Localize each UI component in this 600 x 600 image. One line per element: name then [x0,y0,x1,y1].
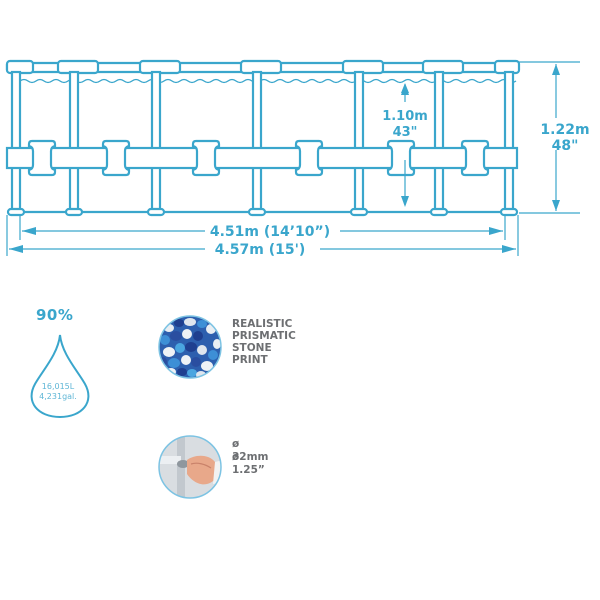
outer-height-metric: 1.22m [540,122,589,138]
top-connectors [5,59,521,75]
belt-connectors [27,139,490,177]
pipe-diameter-icon [158,435,222,499]
frame-posts [10,70,515,215]
post-feet [6,207,519,217]
outer-width-label: 4.57m (15') [215,242,306,258]
water-height-metric: 1.10m [382,109,428,124]
capacity-liters: 16,015L [41,382,75,391]
width-dimensions [6,215,519,256]
water-line [19,78,517,84]
pool-frame [5,59,521,217]
outer-height-imperial: 48" [552,138,579,154]
water-height-dimension [401,83,409,207]
pool-dimension-diagram: 1.10m 43" 1.22m 48" 4.51m (14’10”) 4.57m… [5,59,590,258]
water-height-imperial: 43" [393,125,418,140]
stone-print-label: REALISTIC PRISMATIC STONE PRINT [232,318,296,366]
belt-band [5,146,519,170]
fill-percent: 90% [36,306,74,324]
pipe-diameter-imperial: ø 1.25” [232,451,265,476]
water-drop-icon [30,334,90,419]
outer-height-dimension [519,61,580,214]
capacity-gallons: 4,231gal. [39,392,77,401]
stone-print-icon [158,315,222,379]
pipe-diameter-metric: ø 32mm [232,438,269,463]
inner-width-label: 4.51m (14’10”) [210,224,330,240]
